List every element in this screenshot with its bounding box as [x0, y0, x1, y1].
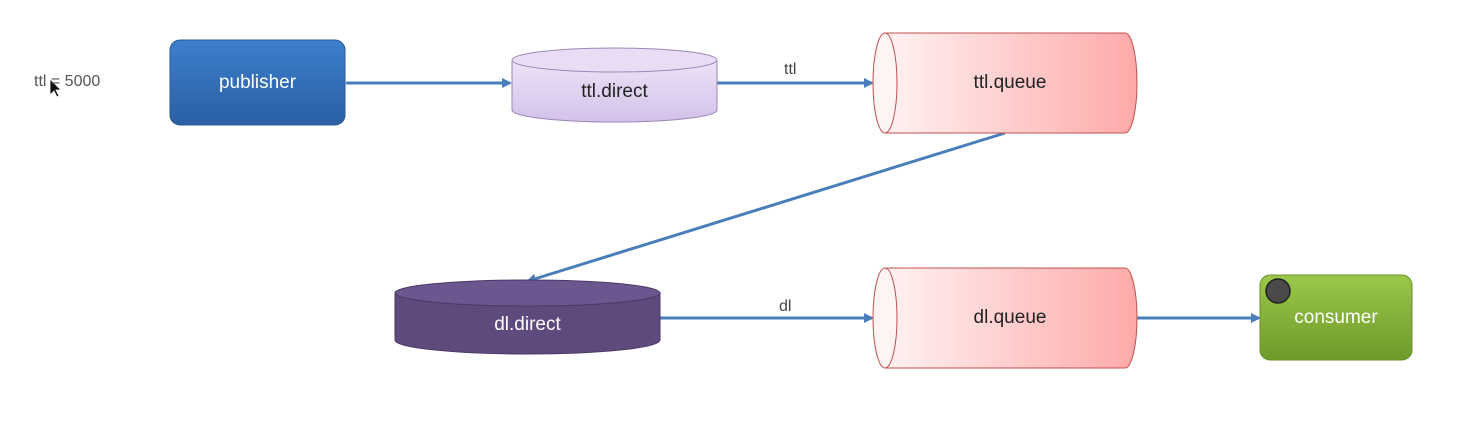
ttl-queue-node — [872, 32, 1138, 134]
dl-direct-label: dl.direct — [494, 314, 561, 335]
dl-direct-exchange — [394, 279, 661, 355]
routing-key-dl-label: dl — [779, 298, 792, 315]
ttl-queue-label: ttl.queue — [973, 72, 1047, 93]
publisher-node — [169, 39, 346, 126]
mouse-cursor-icon — [49, 78, 62, 98]
routing-key-ttl-label: ttl — [784, 61, 797, 78]
ttl-direct-exchange — [511, 47, 718, 123]
arrow-ttl-queue-to-dl-direct — [526, 131, 1006, 284]
consumer-node — [1259, 274, 1413, 361]
ttl-setting-label: ttl = 5000 — [34, 73, 101, 90]
consumer-label: consumer — [1294, 306, 1378, 328]
dl-queue-label: dl.queue — [973, 307, 1047, 328]
publisher-label: publisher — [218, 71, 297, 93]
ttl-direct-label: ttl.direct — [581, 81, 648, 102]
dl-queue-node — [872, 267, 1138, 369]
consumer-status-dot-icon — [1265, 278, 1291, 304]
